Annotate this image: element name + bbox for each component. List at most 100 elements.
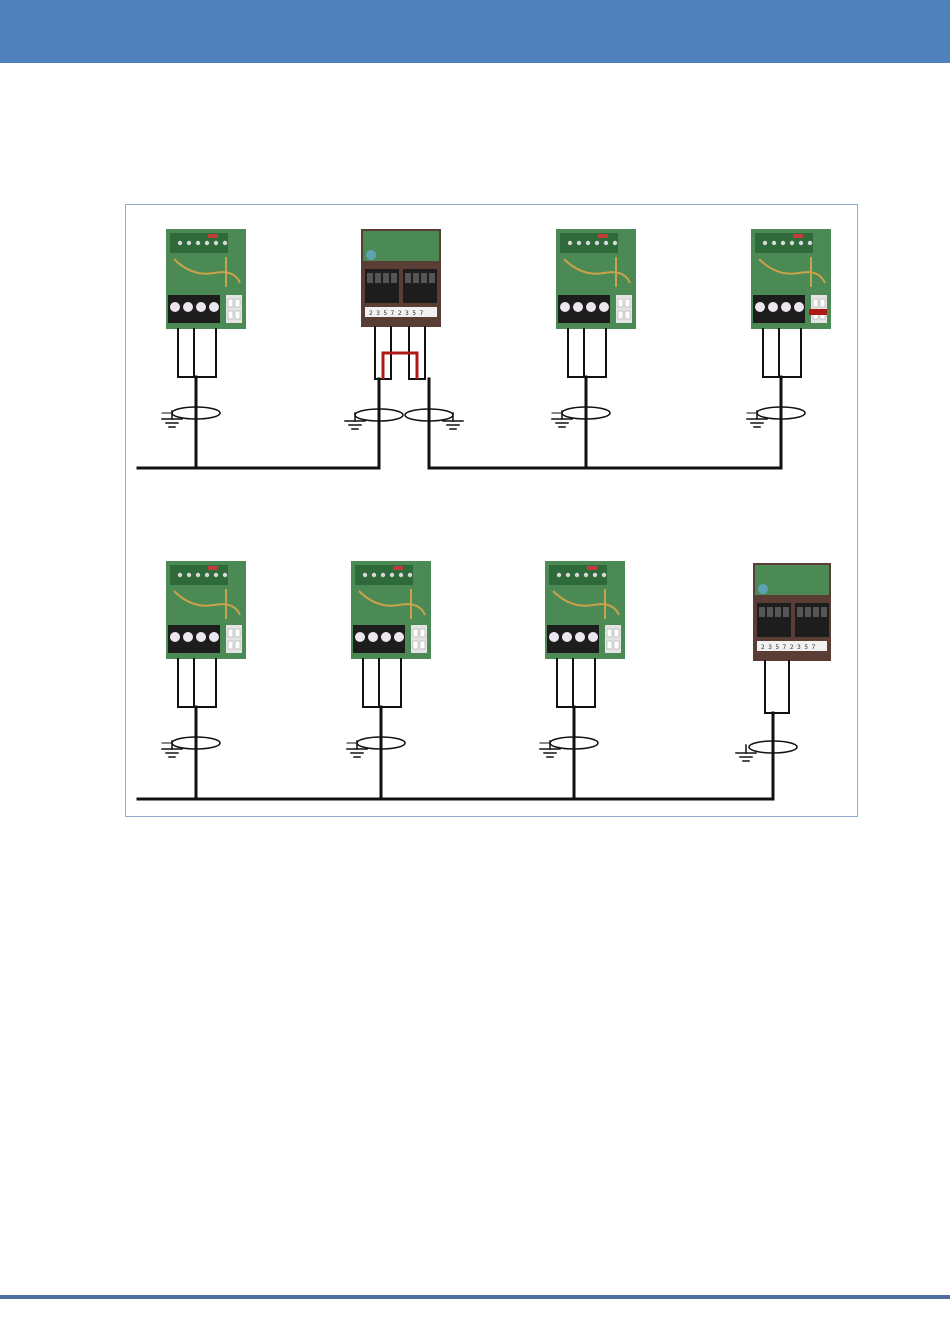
terminal-screw <box>196 302 206 312</box>
pcb-pin <box>772 241 776 245</box>
pcb-led <box>598 234 608 238</box>
plug-pin <box>405 273 411 283</box>
pcb-pin <box>372 573 376 577</box>
terminal-screw <box>394 632 404 642</box>
pcb-pin <box>399 573 403 577</box>
module-2: 2 3 5 7 2 3 5 7 <box>361 229 441 327</box>
drop-cable-5 <box>178 659 216 799</box>
aux-pin <box>607 641 612 649</box>
plug-pin <box>759 607 765 617</box>
terminal-screw <box>549 632 559 642</box>
pcb-pin <box>595 241 599 245</box>
aux-pin <box>820 299 825 307</box>
pcb-pin <box>593 573 597 577</box>
pcb-pin <box>178 573 182 577</box>
terminal-screw <box>170 632 180 642</box>
connector-wiring-8 <box>765 661 789 799</box>
pcb-pin <box>586 241 590 245</box>
aux-pin <box>228 641 233 649</box>
pcb-pin <box>363 573 367 577</box>
plug-pin <box>813 607 819 617</box>
pcb-pin <box>575 573 579 577</box>
aux-pin <box>420 641 425 649</box>
pcb-pin <box>763 241 767 245</box>
aux-pin <box>228 311 233 319</box>
aux-pin <box>228 299 233 307</box>
terminal-screw <box>170 302 180 312</box>
module-3 <box>556 229 636 329</box>
aux-pin <box>614 641 619 649</box>
aux-pin <box>228 629 233 637</box>
pcb-pin <box>408 573 412 577</box>
plug-pin <box>783 607 789 617</box>
pcb-pin <box>205 573 209 577</box>
pcb-led <box>208 566 218 570</box>
aux-pin <box>625 299 630 307</box>
pin-label-text: 2 3 5 7 2 3 5 7 <box>761 644 816 651</box>
plug-pin <box>421 273 427 283</box>
pcb-pin <box>223 573 227 577</box>
terminal-screw <box>209 632 219 642</box>
terminal-screw <box>588 632 598 642</box>
recycle-icon <box>366 250 376 260</box>
pcb-pin <box>790 241 794 245</box>
plug-pin <box>383 273 389 283</box>
pcb-pin <box>613 241 617 245</box>
aux-pin <box>618 311 623 319</box>
terminal-screw <box>560 302 570 312</box>
pcb-pin <box>781 241 785 245</box>
pcb-pin <box>390 573 394 577</box>
aux-pin <box>413 629 418 637</box>
terminal-screw <box>562 632 572 642</box>
pcb-pin <box>214 241 218 245</box>
terminal-screw <box>209 302 219 312</box>
terminal-screw <box>196 632 206 642</box>
drop-cable-7 <box>557 659 595 799</box>
aux-pin <box>235 299 240 307</box>
pcb-pin <box>799 241 803 245</box>
pcb-pin <box>196 573 200 577</box>
terminal-screw <box>586 302 596 312</box>
wiring-svg: 2 3 5 7 2 3 5 7 2 3 5 7 2 3 5 7 <box>126 205 857 816</box>
terminal-screw <box>381 632 391 642</box>
drop-cable-4 <box>763 329 801 468</box>
pcb-led <box>587 566 597 570</box>
terminal-screw <box>183 302 193 312</box>
pcb-pin <box>187 241 191 245</box>
aux-pin <box>235 311 240 319</box>
terminal-screw <box>183 632 193 642</box>
pcb-pin <box>187 573 191 577</box>
header-bar <box>0 0 950 63</box>
pcb-pin <box>577 241 581 245</box>
pcb-led <box>393 566 403 570</box>
plug-pin <box>805 607 811 617</box>
ground-icon <box>345 413 365 429</box>
plug-pin <box>367 273 373 283</box>
pcb-led <box>208 234 218 238</box>
plug-pin <box>375 273 381 283</box>
pcb-pin <box>196 241 200 245</box>
module-7 <box>545 561 625 659</box>
pcb-pin <box>214 573 218 577</box>
pin-label-text: 2 3 5 7 2 3 5 7 <box>369 310 424 317</box>
pcb-pin <box>604 241 608 245</box>
pcb-pin <box>602 573 606 577</box>
module-5 <box>166 561 246 659</box>
bus-wiring-diagram: 2 3 5 7 2 3 5 7 2 3 5 7 2 3 5 7 <box>125 204 858 817</box>
plug-pin <box>413 273 419 283</box>
aux-pin <box>607 629 612 637</box>
terminal-screw <box>781 302 791 312</box>
aux-pin <box>413 641 418 649</box>
plug-pin <box>821 607 827 617</box>
footer-rule <box>0 1295 950 1299</box>
terminal-screw <box>755 302 765 312</box>
pcb-led <box>793 234 803 238</box>
jumper-wire <box>383 353 417 379</box>
pcb-pin <box>205 241 209 245</box>
aux-pin <box>420 629 425 637</box>
pcb-pin <box>808 241 812 245</box>
module-6 <box>351 561 431 659</box>
aux-pin <box>235 629 240 637</box>
terminal-screw <box>575 632 585 642</box>
recycle-icon <box>758 584 768 594</box>
